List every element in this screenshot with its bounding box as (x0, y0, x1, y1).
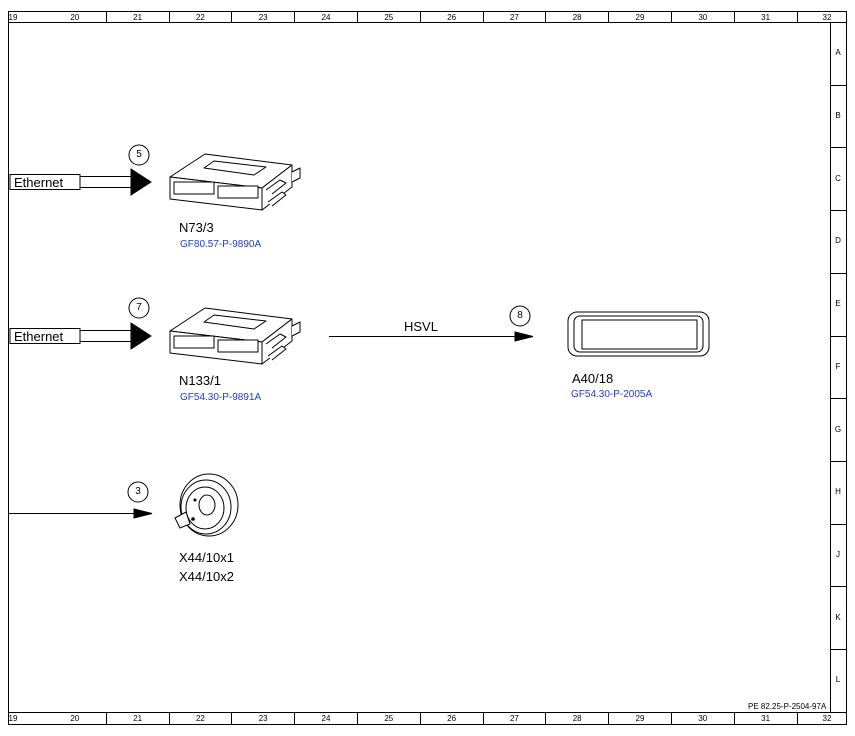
row-label: F (835, 361, 841, 371)
bubble-5 (128, 144, 150, 166)
column-label-bottom: 23 (258, 713, 268, 723)
column-ticks (106, 12, 798, 724)
column-label-bottom: 29 (635, 713, 645, 723)
column-label-bottom: 24 (321, 713, 331, 723)
component-id-x44-10x2: X44/10x2 (179, 569, 234, 584)
hsvl-label: HSVL (404, 319, 438, 334)
column-label-bottom: 22 (195, 713, 205, 723)
display-unit-icon (567, 311, 710, 357)
column-label-bottom: 19 (8, 713, 18, 723)
column-label-top: 27 (509, 12, 519, 22)
component-id-x44-10x1: X44/10x1 (179, 550, 234, 565)
component-id-n133-1: N133/1 (179, 373, 221, 388)
row-label: K (835, 612, 841, 622)
ethernet-arrow-n73 (9, 168, 152, 196)
column-label-bottom: 32 (822, 713, 832, 723)
document-link-n133-1[interactable]: GF54.30-P-9891A (180, 392, 262, 403)
row-label: E (835, 299, 841, 309)
column-label-bottom: 28 (572, 713, 582, 723)
component-id-a40-18: A40/18 (572, 371, 614, 386)
column-label-top: 23 (258, 12, 268, 22)
bubble-8-number: 8 (517, 310, 523, 321)
row-label: H (835, 487, 841, 497)
column-label-bottom: 27 (509, 713, 519, 723)
column-label-bottom: 31 (761, 713, 771, 723)
bubble-7-number: 7 (136, 302, 142, 313)
bubble-7 (128, 297, 150, 319)
control-unit-icon (169, 153, 301, 211)
column-label-top: 22 (195, 12, 205, 22)
column-label-top: 26 (447, 12, 457, 22)
row-ticks (830, 85, 847, 650)
column-label-top: 24 (321, 12, 331, 22)
control-unit-icon (169, 307, 301, 365)
column-label-top: 29 (635, 12, 645, 22)
column-label-top: 31 (761, 12, 771, 22)
column-label-bottom: 30 (698, 713, 708, 723)
document-id: PE 82.25-P-2504-97A (748, 702, 827, 711)
column-label-bottom: 26 (447, 713, 457, 723)
column-label-top: 28 (572, 12, 582, 22)
row-label: A (835, 48, 841, 58)
row-label: G (834, 424, 842, 434)
bubble-8 (509, 305, 531, 327)
document-link-n73-3[interactable]: GF80.57-P-9890A (180, 239, 262, 250)
ethernet-label-n73: Ethernet (14, 175, 64, 190)
round-connector-icon (174, 473, 239, 537)
component-id-n73-3: N73/3 (179, 220, 214, 235)
document-link-a40-18[interactable]: GF54.30-P-2005A (571, 389, 653, 400)
sheet-frame (8, 11, 847, 725)
column-label-top: 19 (8, 12, 18, 22)
column-label-bottom: 20 (70, 713, 80, 723)
column-label-top: 20 (70, 12, 80, 22)
column-label-bottom: 21 (133, 713, 143, 723)
ethernet-arrow-n133 (9, 322, 152, 350)
bubble-3-number: 3 (135, 486, 141, 497)
hsvl-connection-line (329, 331, 534, 342)
column-label-top: 25 (384, 12, 394, 22)
bubble-3 (127, 481, 149, 503)
row-label: L (835, 675, 841, 685)
row-label: J (836, 549, 840, 559)
column-label-bottom: 25 (384, 713, 394, 723)
bubble-5-number: 5 (136, 149, 142, 160)
x44-connection-line (9, 508, 153, 519)
row-label: D (835, 236, 841, 246)
row-label: B (835, 111, 841, 121)
row-label: C (835, 173, 841, 183)
column-label-top: 30 (698, 12, 708, 22)
ethernet-label-n133: Ethernet (14, 329, 64, 344)
column-label-top: 32 (822, 12, 832, 22)
column-label-top: 21 (133, 12, 143, 22)
